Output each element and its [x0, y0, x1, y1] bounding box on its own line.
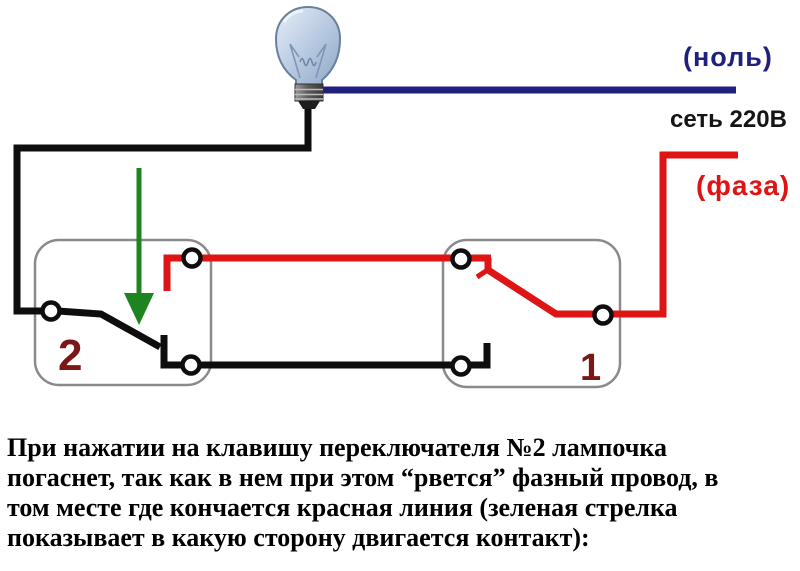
- switch-link-wire: [160, 335, 491, 369]
- caption-line: погаснет, так как в нем при этом “рвется…: [7, 463, 719, 492]
- light-bulb-icon: [274, 5, 342, 109]
- terminal-s2-bottom: [180, 354, 202, 376]
- switch-2-number: 2: [58, 331, 83, 380]
- caption-line: том месте где кончается красная линия (з…: [7, 493, 678, 522]
- lamp-wire: [13, 102, 312, 315]
- caption-text: При нажатии на клавишу переключателя №2 …: [7, 433, 799, 553]
- phase-cross-wire: [163, 254, 491, 291]
- caption-line: показывает в какую сторону двигается кон…: [7, 523, 590, 552]
- switch-2-lever: [57, 307, 162, 351]
- switch-1-number: 1: [580, 347, 602, 389]
- terminal-s2-top: [181, 247, 203, 269]
- terminal-s1-bottom: [450, 355, 472, 377]
- neutral-label: (ноль): [683, 42, 773, 72]
- switch-1-contact-tip: [475, 266, 491, 280]
- green-arrow-icon: [124, 168, 154, 325]
- terminal-s1-common: [592, 304, 614, 326]
- phase-label: (фаза): [696, 170, 791, 201]
- caption-line: При нажатии на клавишу переключателя №2 …: [7, 433, 667, 462]
- terminal-s2-common: [40, 300, 62, 322]
- mains-voltage-label: сеть 220В: [670, 106, 787, 133]
- terminal-s1-top: [450, 248, 472, 270]
- diagram-canvas: [13, 5, 738, 389]
